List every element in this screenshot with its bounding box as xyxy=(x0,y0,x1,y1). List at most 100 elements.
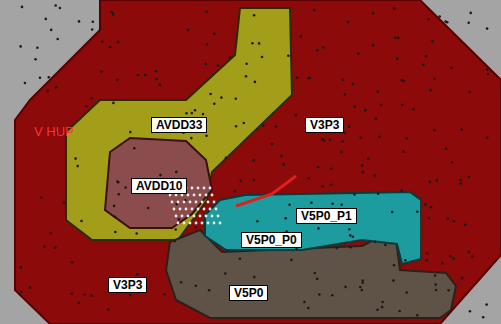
via xyxy=(468,176,471,179)
via xyxy=(204,63,207,66)
via xyxy=(90,294,93,297)
via xyxy=(449,255,452,258)
via xyxy=(116,180,119,183)
via xyxy=(163,293,166,296)
via xyxy=(321,185,324,188)
via xyxy=(288,203,291,206)
via xyxy=(460,182,463,185)
via xyxy=(329,139,332,142)
via xyxy=(430,206,433,209)
via xyxy=(195,226,198,229)
via xyxy=(426,259,429,262)
via xyxy=(181,215,184,218)
via xyxy=(318,293,321,296)
via xyxy=(225,157,228,160)
net-name: V3P3 xyxy=(113,278,142,292)
via xyxy=(235,125,238,128)
via xyxy=(251,42,254,45)
net-name: AVDD33 xyxy=(156,118,202,132)
via xyxy=(147,207,150,210)
via xyxy=(330,168,333,171)
via xyxy=(394,36,397,39)
via xyxy=(197,208,200,211)
via xyxy=(444,20,447,23)
via xyxy=(352,236,355,239)
via xyxy=(253,14,256,17)
via xyxy=(295,114,298,117)
via xyxy=(459,179,462,182)
v5p0-p1-plane xyxy=(205,192,421,264)
via xyxy=(191,187,194,190)
via xyxy=(177,201,180,204)
via xyxy=(54,4,57,7)
via xyxy=(469,12,472,15)
via xyxy=(207,201,210,204)
net-label: V5P0_P1 xyxy=(296,208,357,224)
via xyxy=(63,201,66,204)
via xyxy=(376,308,379,311)
via xyxy=(213,102,216,105)
via xyxy=(393,264,396,267)
via xyxy=(245,75,248,78)
via xyxy=(282,164,285,167)
via xyxy=(361,164,364,167)
via xyxy=(321,138,324,141)
via xyxy=(187,215,190,218)
via xyxy=(429,181,432,184)
via xyxy=(425,55,428,58)
via xyxy=(471,255,474,258)
via xyxy=(353,193,356,196)
via xyxy=(467,21,470,24)
via xyxy=(296,76,299,79)
via xyxy=(485,303,488,306)
via xyxy=(348,228,351,231)
via xyxy=(245,63,248,66)
via xyxy=(280,155,283,158)
net-label: AVDD10 xyxy=(131,178,187,194)
via xyxy=(262,124,265,127)
via xyxy=(50,29,53,32)
via xyxy=(175,171,178,174)
via xyxy=(205,215,208,218)
net-name: V5P0_P1 xyxy=(301,209,352,223)
via xyxy=(261,56,264,59)
via xyxy=(460,128,463,131)
via xyxy=(486,27,489,30)
via xyxy=(316,49,319,52)
via xyxy=(178,218,181,221)
via xyxy=(76,165,79,168)
via-dots xyxy=(19,4,490,318)
via xyxy=(194,109,197,112)
via xyxy=(372,44,375,47)
via xyxy=(118,193,121,196)
via xyxy=(380,104,383,107)
via xyxy=(482,316,485,319)
via xyxy=(352,83,355,86)
via xyxy=(424,203,427,206)
via xyxy=(331,294,334,297)
via xyxy=(211,215,214,218)
v3p3-plane xyxy=(15,0,501,324)
via xyxy=(375,118,378,121)
via xyxy=(401,104,404,107)
via xyxy=(209,187,212,190)
via xyxy=(348,126,351,129)
via xyxy=(217,64,220,67)
via xyxy=(360,136,363,139)
via xyxy=(254,81,257,84)
via xyxy=(169,194,172,197)
via xyxy=(48,76,51,79)
via xyxy=(84,293,87,296)
via xyxy=(295,248,298,251)
net-name: V5P0 xyxy=(234,286,263,300)
via xyxy=(429,89,432,92)
via xyxy=(353,106,356,109)
via xyxy=(362,171,365,174)
via xyxy=(39,77,42,80)
via xyxy=(381,306,384,309)
via xyxy=(396,58,399,61)
via xyxy=(133,147,136,150)
via xyxy=(402,150,405,153)
via xyxy=(344,286,347,289)
via xyxy=(185,112,188,115)
